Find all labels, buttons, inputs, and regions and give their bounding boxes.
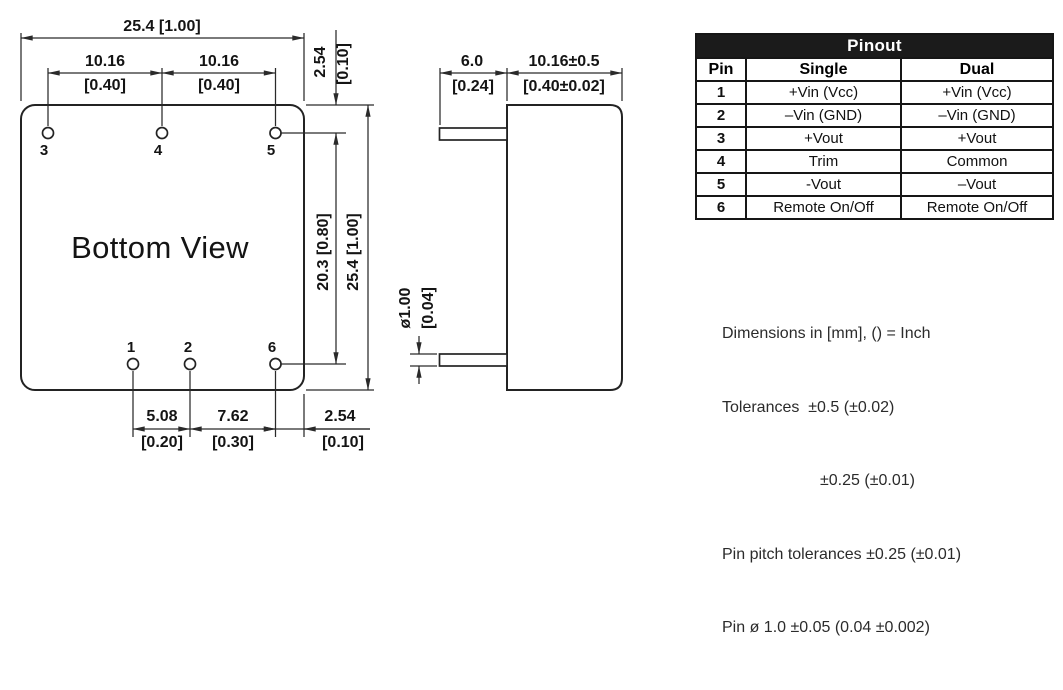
pinout-table: Pinout Pin Single Dual 1 +Vin (Vcc) +Vin… xyxy=(694,33,1055,220)
package-body-side-view xyxy=(506,104,623,391)
dim-side-top: 6.0 [0.24] 10.16±0.5 [0.40±0.02] xyxy=(439,53,623,125)
dim-width-top: 25.4 [1.00] xyxy=(20,18,305,101)
dim-pin-pitch-top: 10.16 [0.40] 10.16 [0.40] xyxy=(47,53,277,126)
dim-top-offset-in: [0.10] xyxy=(335,43,352,85)
dim-top-offset-mm: 2.54 xyxy=(312,46,329,77)
dim-pitch-left-in: [0.40] xyxy=(84,77,126,94)
dim-pin-length-mm: 6.0 xyxy=(461,53,483,70)
dim-pitch-right-mm: 10.16 xyxy=(199,53,239,70)
dimension-notes: Dimensions in [mm], () = Inch Tolerances… xyxy=(722,273,961,690)
pin-number-cell: 3 xyxy=(695,126,747,151)
dim-edge-mm: 2.54 xyxy=(324,408,355,425)
pin-6-label: 6 xyxy=(268,339,276,356)
datasheet-mechanical-figure: 3 4 5 1 2 6 Bottom View 25.4 [1.00] 10 xyxy=(20,18,1055,636)
dim-bottom-row: 5.08 [0.20] 7.62 [0.30] 2.54 [0.10] xyxy=(132,371,370,451)
dim-pin1-2-mm: 5.08 xyxy=(146,408,177,425)
mechanical-drawing: 3 4 5 1 2 6 Bottom View 25.4 [1.00] 10 xyxy=(20,18,623,451)
pin-5-hole xyxy=(269,126,282,140)
pin-1-hole xyxy=(126,357,140,371)
dim-edge-in: [0.10] xyxy=(322,434,364,451)
pin-number-cell: 1 xyxy=(695,80,747,105)
dim-pin2-6-mm: 7.62 xyxy=(217,408,248,425)
pinout-row-3: 3 +Vout +Vout xyxy=(695,126,1055,151)
pinout-row-5: 5 -Vout –Vout xyxy=(695,172,1055,197)
dim-depth-in: [0.40±0.02] xyxy=(523,78,605,95)
dim-pin1-2-in: [0.20] xyxy=(141,434,183,451)
dual-function-cell: –Vout xyxy=(899,172,1055,197)
dim-pin-diameter: ø1.00 [0.04] xyxy=(397,287,437,384)
note-tolerances: Tolerances ±0.5 (±0.02) xyxy=(722,398,895,416)
pin-6-hole xyxy=(269,357,282,371)
dim-pin2-6-in: [0.30] xyxy=(212,434,254,451)
single-function-cell: +Vout xyxy=(745,126,902,151)
single-function-cell: +Vin (Vcc) xyxy=(745,80,902,105)
pinout-row-2: 2 –Vin (GND) –Vin (GND) xyxy=(695,103,1055,128)
dim-right-side: 2.54 [0.10] 20.3 [0.80] 25.4 [1.00] xyxy=(281,30,374,391)
single-function-cell: Remote On/Off xyxy=(745,195,902,220)
bottom-view-drawing: 3 4 5 1 2 6 Bottom View 25.4 [1.00] 10 xyxy=(20,18,374,451)
dual-function-cell: +Vout xyxy=(899,126,1055,151)
note-pin-pitch: Pin pitch tolerances ±0.25 (±0.01) xyxy=(722,545,962,563)
dual-function-cell: Common xyxy=(899,149,1055,174)
pin-number-cell: 5 xyxy=(695,172,747,197)
pin-2-hole xyxy=(183,357,197,371)
bottom-view-caption: Bottom View xyxy=(71,230,249,265)
pinout-title: Pinout xyxy=(694,33,1055,59)
col-header-dual: Dual xyxy=(899,57,1055,82)
pin-4-label: 4 xyxy=(154,142,163,159)
pin-number-cell: 2 xyxy=(695,103,747,128)
pin-3-hole xyxy=(41,126,55,140)
col-header-single: Single xyxy=(745,57,902,82)
pin-1-label: 1 xyxy=(127,339,135,356)
pinout-table-container: Pinout Pin Single Dual 1 +Vin (Vcc) +Vin… xyxy=(694,33,1055,220)
side-view-top-pin xyxy=(438,127,508,141)
pinout-header-row: Pin Single Dual xyxy=(695,57,1055,82)
note-tolerances-2: ±0.25 (±0.01) xyxy=(820,472,915,489)
dim-depth-mm: 10.16±0.5 xyxy=(528,53,599,70)
single-function-cell: Trim xyxy=(745,149,902,174)
dim-pitch-left-mm: 10.16 xyxy=(85,53,125,70)
pin-number-cell: 6 xyxy=(695,195,747,220)
note-units: Dimensions in [mm], () = Inch xyxy=(722,325,931,342)
dual-function-cell: –Vin (GND) xyxy=(899,103,1055,128)
pinout-row-6: 6 Remote On/Off Remote On/Off xyxy=(695,195,1055,220)
dual-function-cell: Remote On/Off xyxy=(899,195,1055,220)
pinout-title-row: Pinout xyxy=(694,33,1055,59)
dim-pitch-right-in: [0.40] xyxy=(198,77,240,94)
col-header-pin: Pin xyxy=(695,57,747,82)
dim-height-right-text: 25.4 [1.00] xyxy=(345,213,362,290)
side-view-bottom-pin xyxy=(438,353,508,367)
dim-pin-dia-mm: ø1.00 xyxy=(397,287,414,328)
single-function-cell: -Vout xyxy=(745,172,902,197)
dim-pin-length-in: [0.24] xyxy=(452,78,494,95)
pinout-row-4: 4 Trim Common xyxy=(695,149,1055,174)
pin-2-label: 2 xyxy=(184,339,192,356)
side-view-drawing: 6.0 [0.24] 10.16±0.5 [0.40±0.02] ø1.00 [… xyxy=(397,53,623,391)
dim-pin-dia-in: [0.04] xyxy=(420,287,437,329)
pin-number-cell: 4 xyxy=(695,149,747,174)
pin-5-label: 5 xyxy=(267,142,275,159)
single-function-cell: –Vin (GND) xyxy=(745,103,902,128)
pin-3-label: 3 xyxy=(40,142,48,159)
dim-width-top-text: 25.4 [1.00] xyxy=(123,18,200,35)
note-pin-diameter: Pin ø 1.0 ±0.05 (0.04 ±0.002) xyxy=(722,619,930,636)
dim-row-span-text: 20.3 [0.80] xyxy=(315,213,332,290)
pin-4-hole xyxy=(155,126,169,140)
dual-function-cell: +Vin (Vcc) xyxy=(899,80,1055,105)
pinout-row-1: 1 +Vin (Vcc) +Vin (Vcc) xyxy=(695,80,1055,105)
